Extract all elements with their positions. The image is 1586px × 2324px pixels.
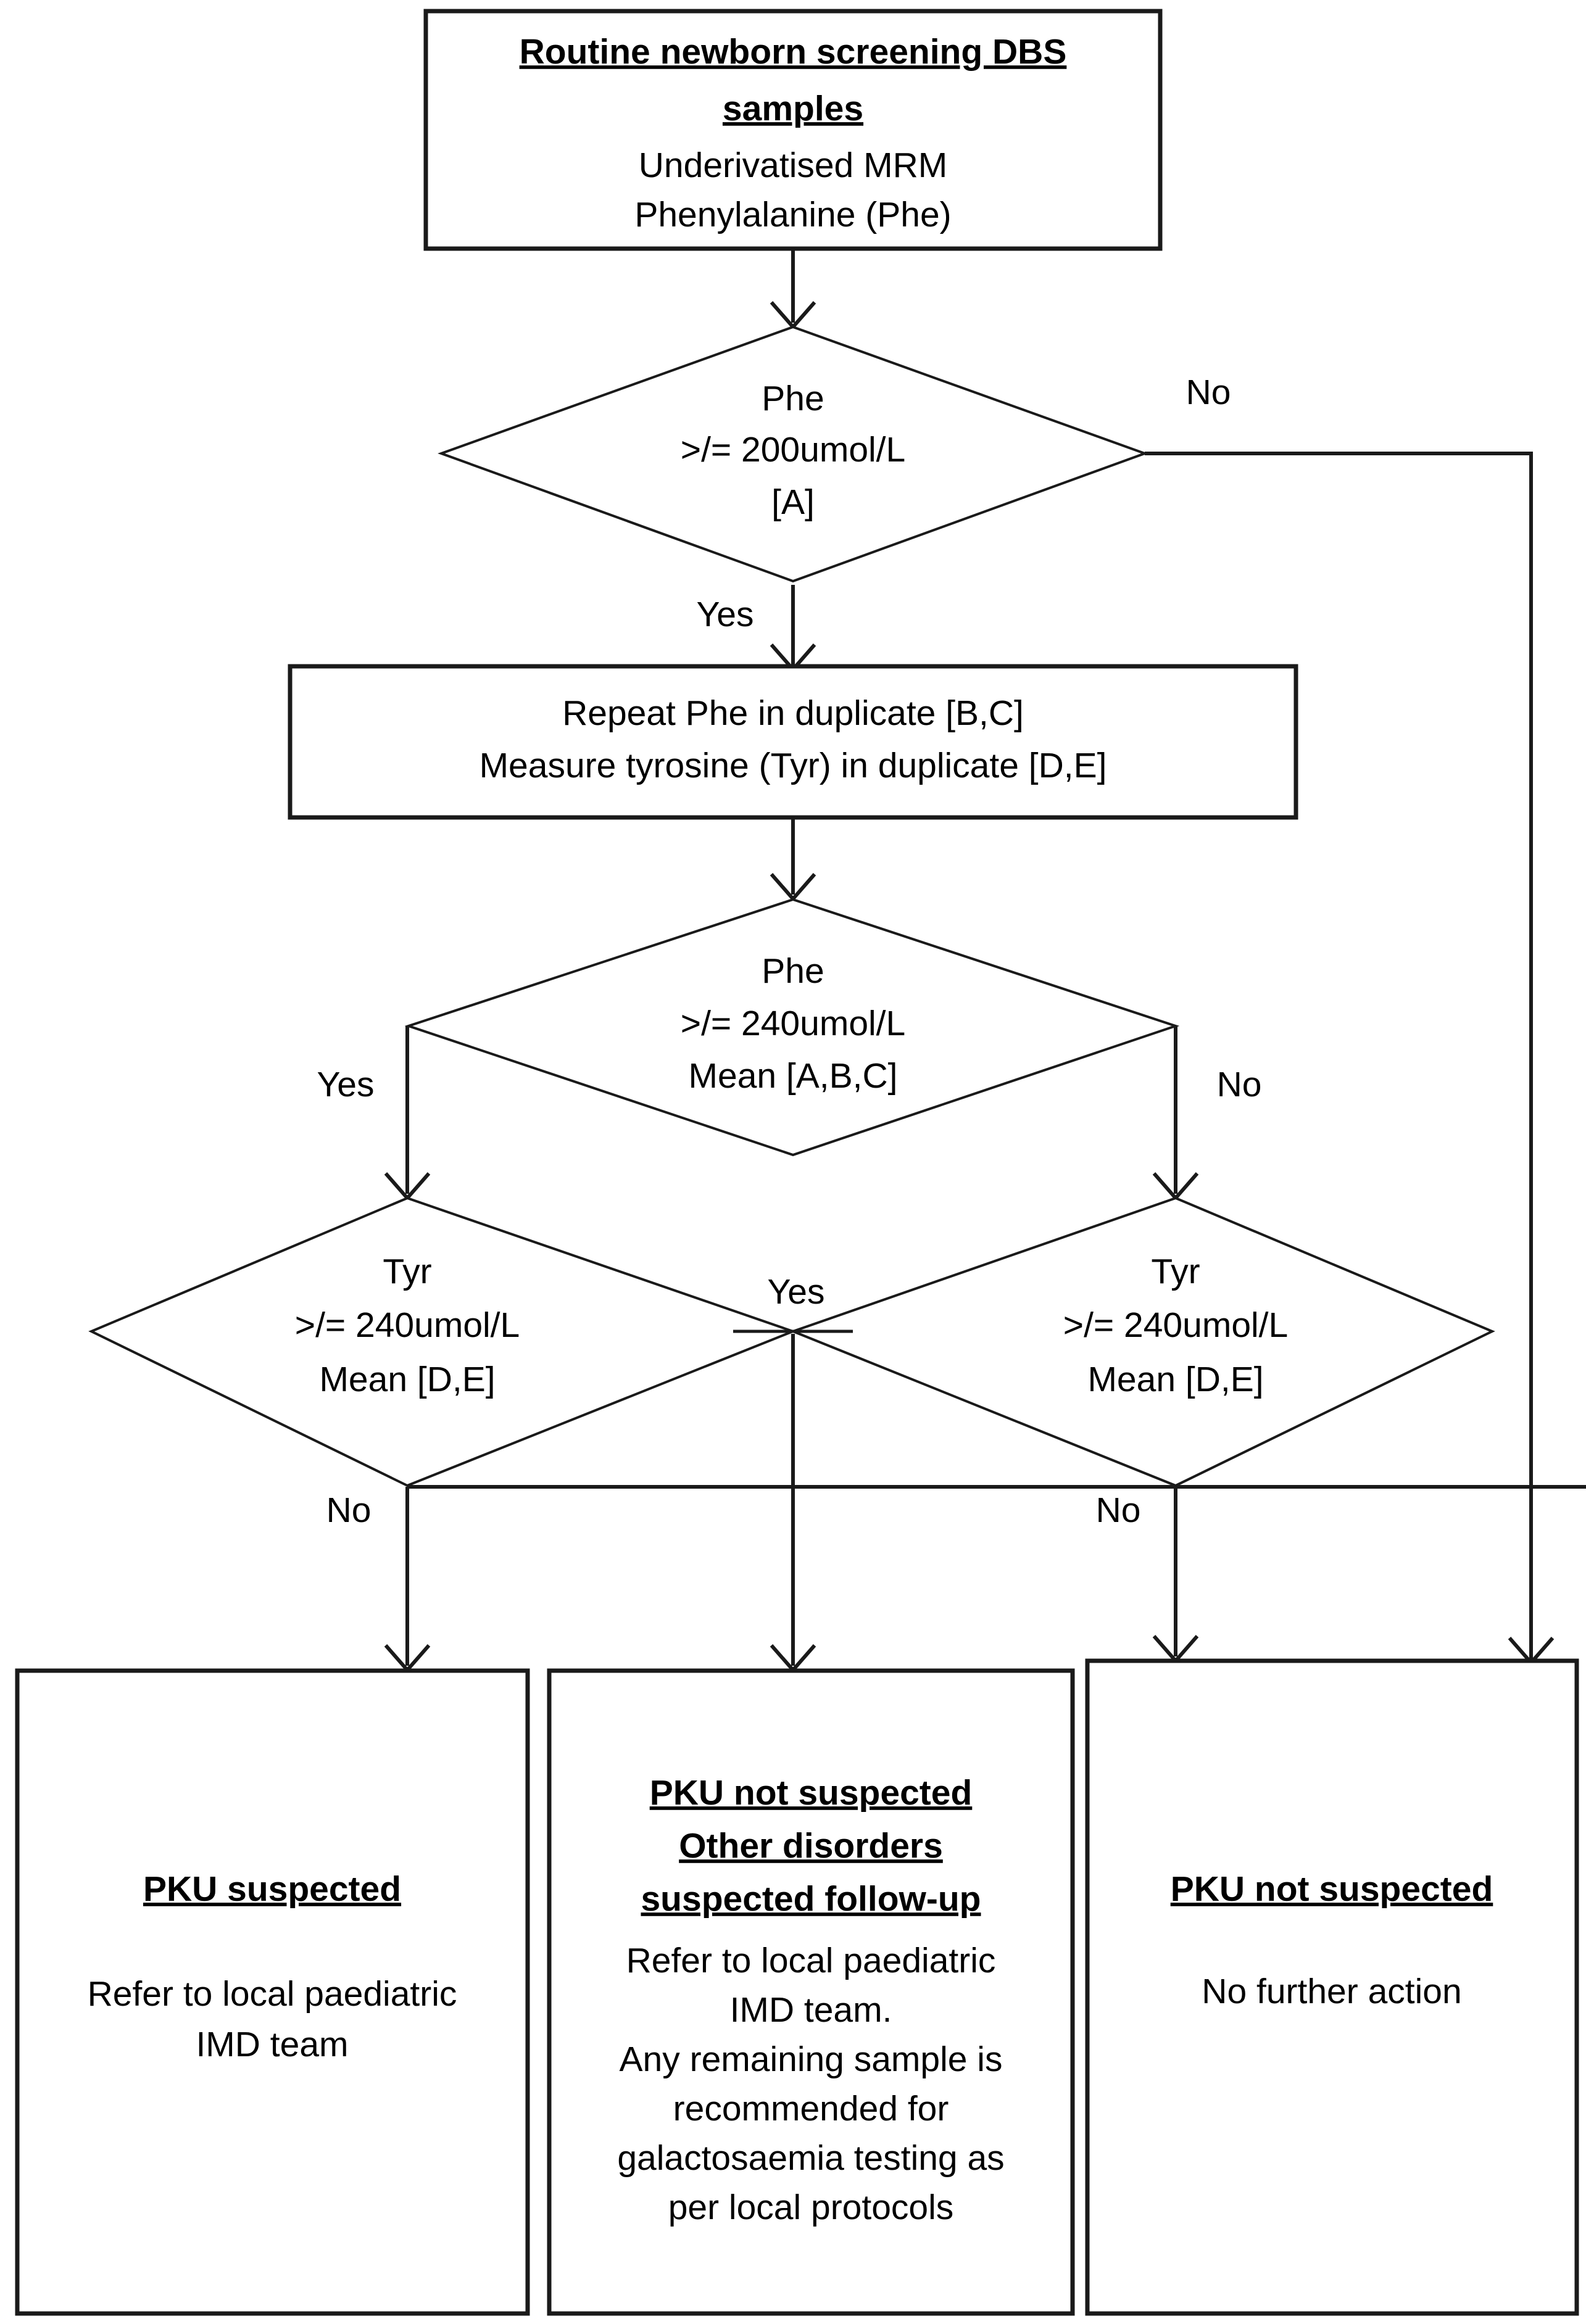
process-repeat-line-1: Repeat Phe in duplicate [B,C] — [562, 693, 1024, 733]
edge-phe200-no — [1145, 452, 1555, 1666]
node-start-box: Routine newborn screening DBS samples Un… — [423, 9, 1163, 251]
outcome-other-disorders-heading-line-1: PKU not suspected — [650, 1773, 973, 1813]
decision-tyr-left-line-1: Tyr — [383, 1252, 431, 1291]
edge-tyr-right-no — [1152, 1487, 1199, 1664]
node-process-repeat: Repeat Phe in duplicate [B,C] Measure ty… — [288, 664, 1298, 820]
decision-tyr-right-line-3: Mean [D,E] — [1087, 1360, 1263, 1399]
decision-phe200-line-2: >/= 200umol/L — [681, 430, 905, 469]
edge-start-to-phe200 — [770, 249, 816, 330]
outcome-other-disorders-body-line-6: per local protocols — [668, 2188, 954, 2227]
outcome-other-disorders-body-line-3: Any remaining sample is — [620, 2040, 1003, 2079]
outcome-other-disorders-body-line-4: recommended for — [673, 2089, 949, 2128]
edge-phe240-yes — [384, 1026, 431, 1201]
outcome-pku-suspected-heading: PKU suspected — [143, 1869, 401, 1909]
node-decision-tyr-right: Tyr >/= 240umol/L Mean [D,E] — [789, 1196, 1495, 1487]
decision-phe240-line-2: >/= 240umol/L — [681, 1004, 905, 1043]
node-decision-phe-240: Phe >/= 240umol/L Mean [A,B,C] — [404, 898, 1180, 1157]
outcome-pku-not-suspected-heading: PKU not suspected — [1171, 1869, 1493, 1909]
outcome-other-disorders-heading-line-3: suspected follow-up — [641, 1879, 981, 1919]
edge-tyr-center-yes — [770, 1334, 816, 1673]
node-outcome-pku-suspected: PKU suspected Refer to local paediatric … — [15, 1668, 530, 2316]
decision-phe240-line-3: Mean [A,B,C] — [689, 1056, 898, 1096]
decision-phe240-line-1: Phe — [762, 951, 824, 991]
edge-label-phe200-yes: Yes — [697, 595, 754, 634]
node-outcome-pku-not-suspected: PKU not suspected No further action — [1085, 1658, 1579, 2316]
process-repeat-line-2: Measure tyrosine (Tyr) in duplicate [D,E… — [480, 746, 1107, 785]
start-box-body-line-2: Phenylalanine (Phe) — [634, 195, 951, 234]
edge-repeat-to-phe240 — [770, 817, 816, 902]
outcome-pku-suspected-body-line-1: Refer to local paediatric — [88, 1974, 457, 2014]
decision-tyr-left-line-2: >/= 240umol/L — [295, 1305, 520, 1345]
edge-label-phe240-no: No — [1217, 1065, 1262, 1104]
outcome-other-disorders-heading-line-2: Other disorders — [679, 1826, 943, 1866]
edge-label-phe240-yes: Yes — [317, 1065, 375, 1104]
edge-tyr-left-no — [384, 1485, 1586, 1673]
edge-phe200-yes — [770, 585, 816, 672]
edge-label-phe200-no: No — [1186, 373, 1231, 412]
decision-phe200-line-1: Phe — [762, 379, 824, 418]
outcome-other-disorders-body-line-5: galactosaemia testing as — [617, 2138, 1004, 2178]
edge-label-tyr-left-no: No — [326, 1491, 372, 1530]
decision-tyr-right-line-2: >/= 240umol/L — [1063, 1305, 1288, 1345]
node-decision-phe-200: Phe >/= 200umol/L [A] — [438, 325, 1148, 583]
start-box-body-line-1: Underivatised MRM — [639, 146, 947, 185]
edge-phe240-no — [1152, 1026, 1199, 1201]
decision-phe200-line-3: [A] — [771, 482, 815, 522]
node-decision-tyr-left: Tyr >/= 240umol/L Mean [D,E] — [88, 1196, 797, 1487]
decision-tyr-left-line-3: Mean [D,E] — [319, 1360, 495, 1399]
outcome-pku-not-suspected-body-line-1: No further action — [1202, 1972, 1461, 2011]
outcome-pku-suspected-body-line-2: IMD team — [196, 2025, 348, 2064]
outcome-other-disorders-body-line-1: Refer to local paediatric — [626, 1941, 996, 1980]
edge-label-tyr-right-no: No — [1096, 1491, 1141, 1530]
start-box-heading-line-2: samples — [723, 89, 863, 128]
outcome-other-disorders-body-line-2: IMD team. — [730, 1990, 892, 2030]
edge-label-tyr-center-yes: Yes — [768, 1272, 825, 1312]
decision-tyr-right-line-1: Tyr — [1151, 1252, 1200, 1291]
start-box-heading-line-1: Routine newborn screening DBS — [520, 32, 1067, 72]
node-outcome-other-disorders: PKU not suspected Other disorders suspec… — [547, 1668, 1075, 2316]
